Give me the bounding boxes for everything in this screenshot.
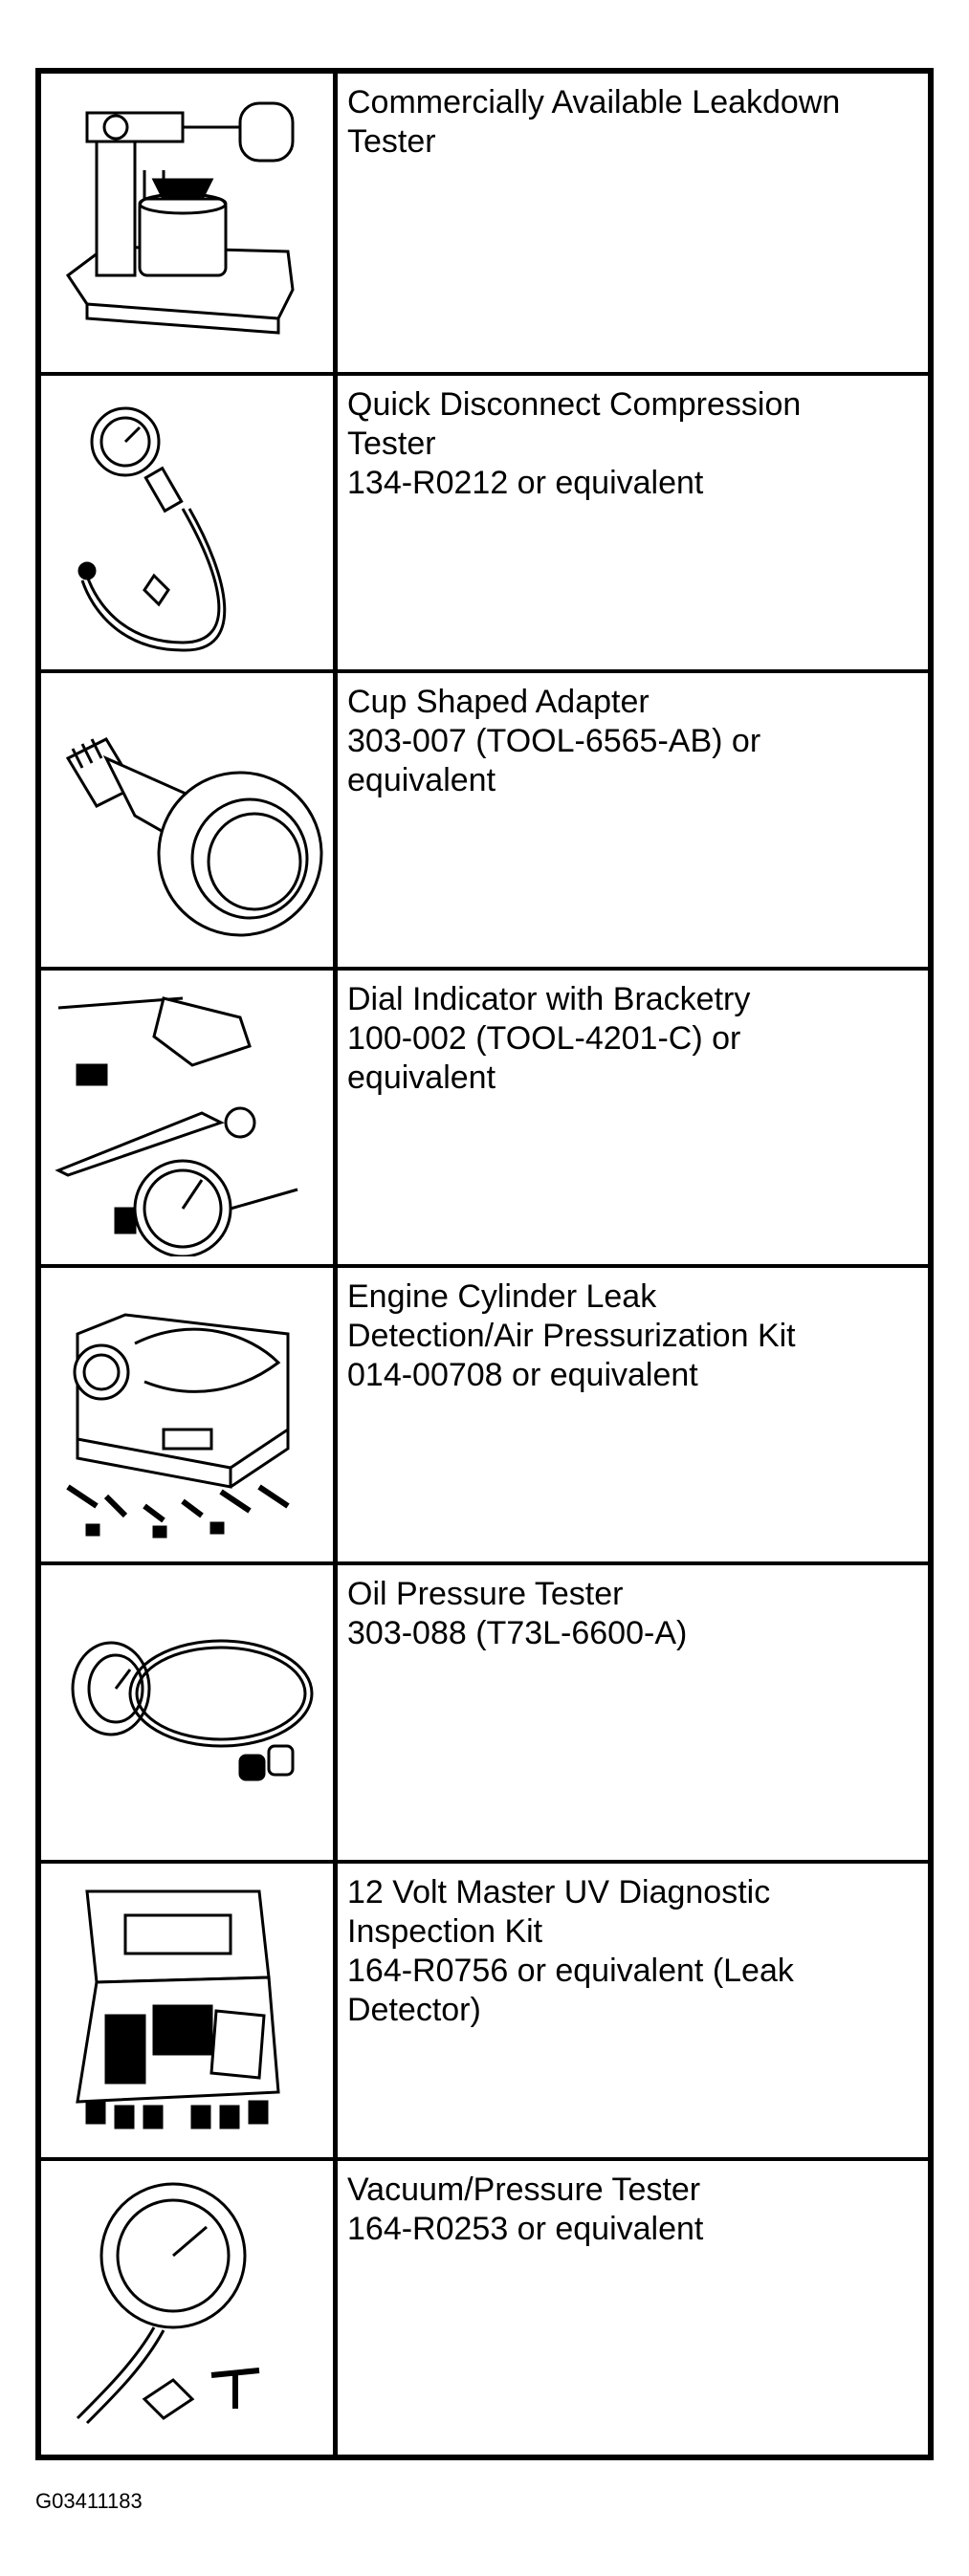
tool-name-line: Inspection Kit [347,1913,543,1950]
oil-pressure-tester-icon [41,1565,338,1860]
leakdown-tester-icon [41,74,338,372]
tool-row: 12 Volt Master UV Diagnostic Inspection … [41,1860,928,2157]
tool-description: Vacuum/Pressure Tester 164-R0253 or equi… [347,2171,918,2249]
figure-id: G03411183 [35,2489,143,2513]
tool-name-line: Quick Disconnect Compression [347,386,802,423]
uv-inspection-kit-icon [41,1864,338,2157]
tool-part-number: 134-R0212 or equivalent [347,465,704,501]
cup-adapter-icon [41,673,338,967]
special-tools-table: Commercially Available Leakdown Tester Q… [35,68,934,2460]
tool-name-line: equivalent [347,1059,496,1096]
tool-name-line: Tester [347,123,436,160]
tool-part-number: 303-007 (TOOL-6565-AB) or [347,723,761,759]
tool-description: Dial Indicator with Bracketry 100-002 (T… [347,980,918,1098]
tool-row: Quick Disconnect Compression Tester 134-… [41,372,928,669]
leak-detection-kit-icon [41,1268,338,1561]
tool-row: Dial Indicator with Bracketry 100-002 (T… [41,967,928,1264]
tool-row: Vacuum/Pressure Tester 164-R0253 or equi… [41,2157,928,2455]
tool-name-line: Tester [347,426,436,462]
tool-name-line: Cup Shaped Adapter [347,684,650,720]
tool-name-line: Detector) [347,1992,481,2028]
tool-part-number: 014-00708 or equivalent [347,1357,698,1393]
tool-part-number: 164-R0756 or equivalent (Leak [347,1953,794,1989]
tool-description: Commercially Available Leakdown Tester [347,83,918,162]
tool-description: Oil Pressure Tester 303-088 (T73L-6600-A… [347,1575,918,1653]
tool-name-line: Dial Indicator with Bracketry [347,981,751,1017]
tool-name-line: 12 Volt Master UV Diagnostic [347,1874,771,1910]
tool-row: Cup Shaped Adapter 303-007 (TOOL-6565-AB… [41,669,928,967]
tool-name-line: equivalent [347,762,496,798]
compression-tester-icon [41,376,338,669]
tool-description: Quick Disconnect Compression Tester 134-… [347,385,918,503]
tool-name-line: Engine Cylinder Leak [347,1278,657,1315]
tool-row: Engine Cylinder Leak Detection/Air Press… [41,1264,928,1561]
dial-indicator-icon [41,971,338,1264]
tool-part-number: 100-002 (TOOL-4201-C) or [347,1020,741,1057]
tool-part-number: 164-R0253 or equivalent [347,2211,704,2247]
tool-row: Commercially Available Leakdown Tester [41,74,928,372]
tool-name-line: Oil Pressure Tester [347,1576,624,1612]
tool-description: Engine Cylinder Leak Detection/Air Press… [347,1277,918,1395]
tool-name-line: Commercially Available Leakdown [347,84,841,120]
tool-part-number: 303-088 (T73L-6600-A) [347,1615,688,1651]
tool-description: 12 Volt Master UV Diagnostic Inspection … [347,1873,918,2030]
tool-name-line: Vacuum/Pressure Tester [347,2172,701,2208]
tool-description: Cup Shaped Adapter 303-007 (TOOL-6565-AB… [347,683,918,800]
tool-name-line: Detection/Air Pressurization Kit [347,1318,796,1354]
tool-row: Oil Pressure Tester 303-088 (T73L-6600-A… [41,1561,928,1860]
vacuum-pressure-tester-icon [41,2161,338,2455]
